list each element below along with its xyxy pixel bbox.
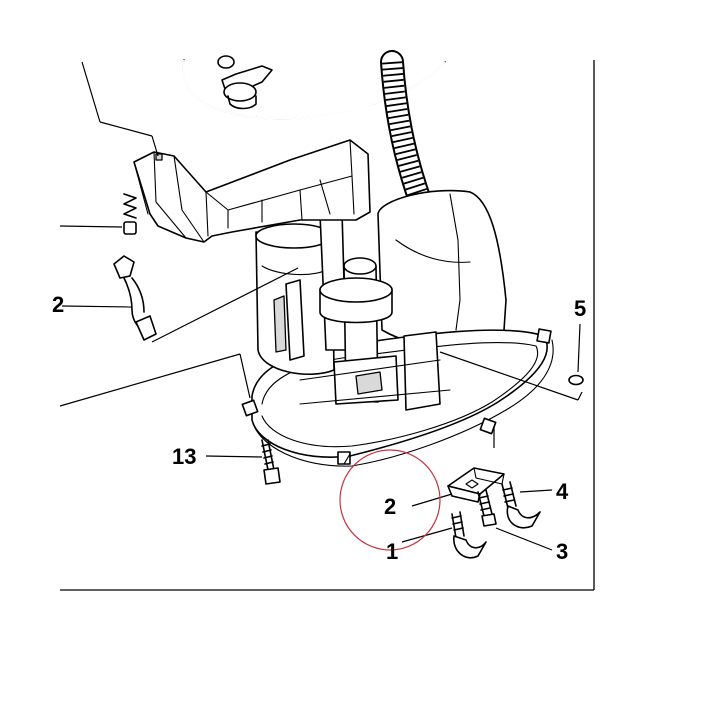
retaining-clip bbox=[447, 467, 505, 503]
screw-1 bbox=[451, 511, 487, 559]
pump-cylinder bbox=[255, 223, 335, 376]
hose-clamp bbox=[217, 55, 273, 110]
callout-4: 4 bbox=[556, 479, 569, 504]
bolt-13 bbox=[261, 439, 281, 485]
callout-13: 13 bbox=[172, 444, 196, 469]
callout-12-partial: 2 bbox=[52, 292, 64, 317]
wire-harness: 2 bbox=[52, 255, 157, 341]
seal-ring bbox=[568, 374, 584, 386]
screw-4 bbox=[501, 481, 541, 529]
mounting-bracket bbox=[133, 139, 371, 243]
screw-3 bbox=[477, 489, 497, 527]
callout-1: 1 bbox=[386, 539, 398, 564]
leader-lines bbox=[59, 61, 583, 551]
pump-housing bbox=[377, 189, 507, 347]
callout-5: 5 bbox=[574, 296, 586, 321]
callout-3: 3 bbox=[556, 539, 568, 564]
callout-2: 2 bbox=[384, 494, 396, 519]
small-spring bbox=[59, 193, 137, 235]
highlight-circle bbox=[339, 449, 441, 551]
pump-central-pillar bbox=[299, 211, 451, 411]
